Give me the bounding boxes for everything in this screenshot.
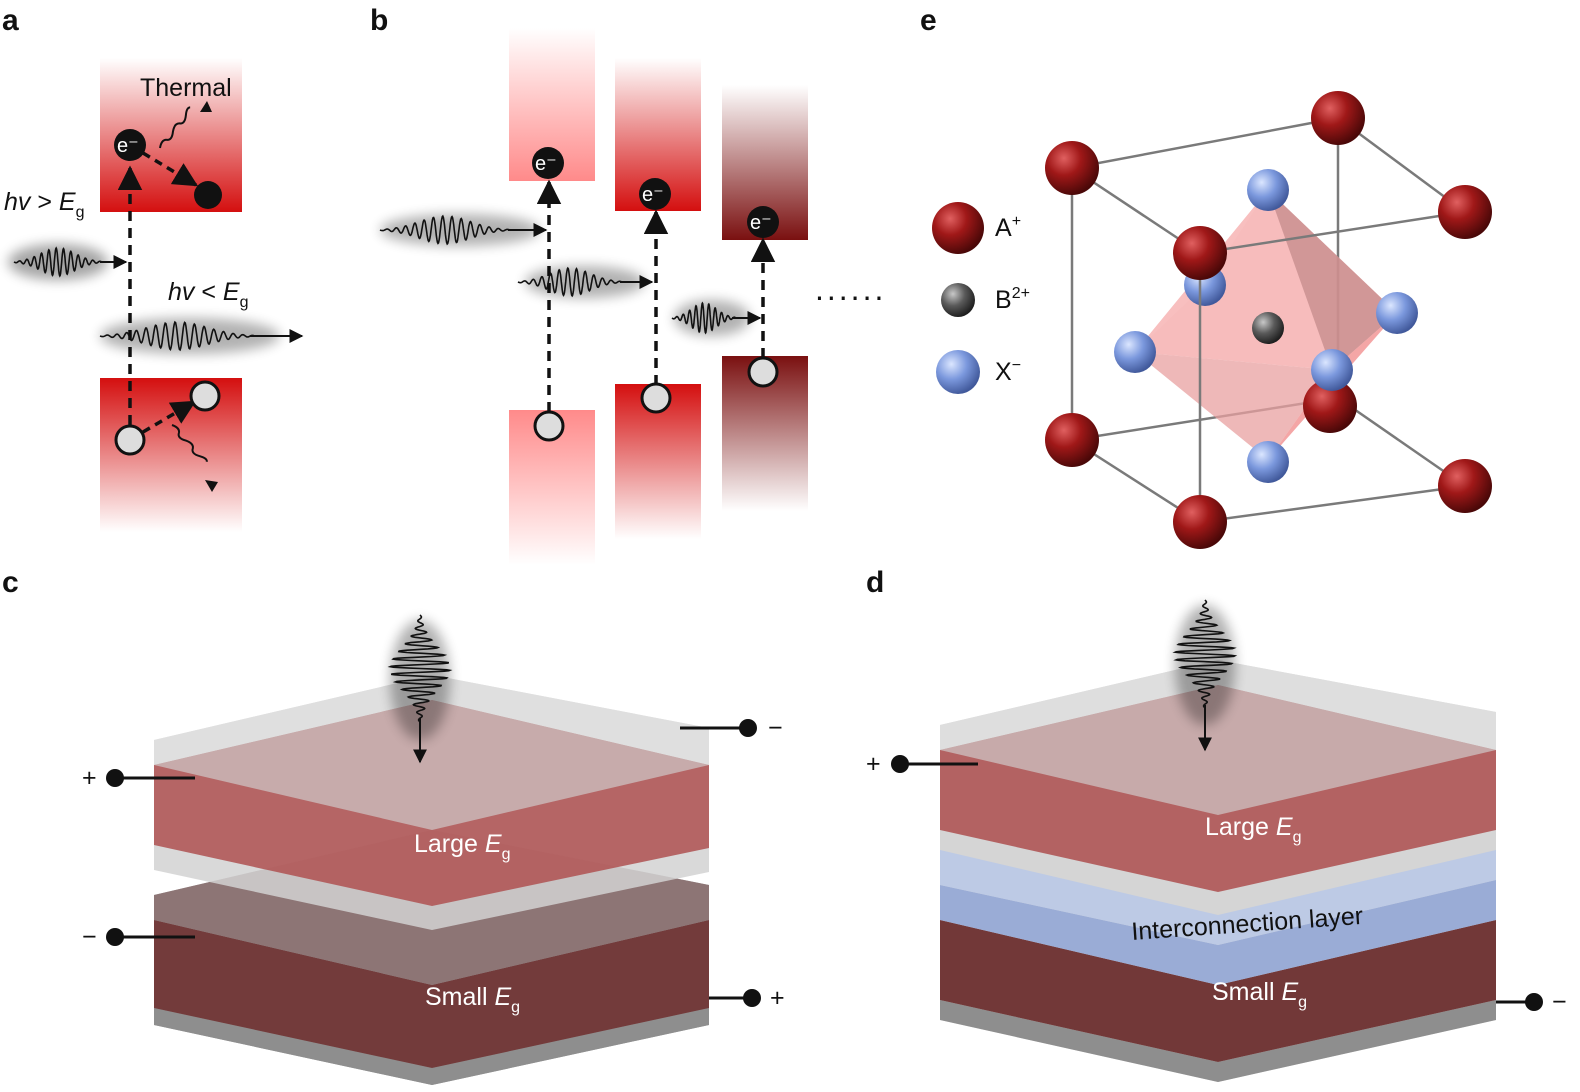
a-cation-7: [1173, 495, 1227, 549]
hole-3: [747, 356, 779, 388]
x-anion-left: [1114, 331, 1156, 373]
a-cation-back-lower: [1303, 379, 1357, 433]
photon-1: [379, 214, 548, 246]
small-eg-label-d: Small Eg: [1212, 978, 1307, 1011]
a-cation-5: [1045, 413, 1099, 467]
svg-text:+: +: [866, 750, 881, 778]
hole-2: [640, 382, 672, 414]
thermal-label: Thermal: [140, 74, 232, 102]
panel-d: d Large Eg Interconnection layer Small E…: [866, 566, 1567, 1082]
relaxation-arrow-electron: [142, 151, 199, 187]
electron-label-3: e⁻: [750, 212, 772, 234]
electron-label-1: e⁻: [535, 153, 557, 175]
panel-label-a: a: [2, 4, 19, 37]
legend-a-sphere: [932, 202, 984, 254]
a-cation-6: [1438, 459, 1492, 513]
hole-relaxed: [189, 380, 221, 412]
a-cation-3: [1438, 185, 1492, 239]
legend-b-label: B2+: [995, 285, 1030, 314]
large-gap-cell: [154, 675, 709, 930]
x-anion-right: [1376, 292, 1418, 334]
svg-text:−: −: [768, 714, 783, 742]
photon-low-energy: [99, 318, 304, 354]
incident-photon-d: [1172, 599, 1238, 752]
legend-x-sphere: [936, 350, 980, 394]
phonon-arrow-head: [200, 101, 212, 112]
svg-text:−: −: [82, 923, 97, 951]
electron-3: [747, 206, 779, 238]
b-cation: [1252, 312, 1284, 344]
terminal-bottom-minus: −: [82, 923, 195, 951]
phonon-wave-up: [159, 106, 191, 149]
incident-photon-c: [387, 614, 453, 764]
a-cation-2: [1311, 91, 1365, 145]
relaxation-arrow-hole: [142, 400, 197, 434]
phonon-arrow-head-2: [205, 480, 218, 492]
panel-b: b e⁻ e⁻ e⁻ .....: [370, 4, 886, 565]
legend-x-label: X−: [995, 357, 1021, 386]
valence-band: [100, 378, 242, 532]
terminal-bottom-plus: +: [709, 984, 785, 1012]
panel-label-e: e: [920, 4, 937, 37]
a-cation-4: [1173, 226, 1227, 280]
hv-less-label: hv < Eg: [168, 278, 249, 311]
panel-a: a Thermal e⁻ hv > Eg hv < Eg: [2, 4, 304, 532]
hole: [114, 424, 146, 456]
svg-text:−: −: [1552, 988, 1567, 1016]
x-anion-front: [1311, 349, 1353, 391]
large-eg-label: Large Eg: [414, 830, 510, 863]
svg-text:+: +: [770, 984, 785, 1012]
terminal-top-plus: +: [82, 764, 195, 792]
large-eg-label-d: Large Eg: [1205, 813, 1301, 846]
ellipsis: ......: [815, 271, 886, 307]
terminal-d-minus: −: [1496, 988, 1567, 1016]
legend-a-label: A+: [995, 213, 1021, 242]
a-cation-1: [1045, 141, 1099, 195]
panel-label-d: d: [866, 566, 884, 599]
svg-text:+: +: [82, 764, 97, 792]
electron-label-2: e⁻: [642, 184, 664, 206]
legend-b-sphere: [941, 283, 975, 317]
terminal-d-plus: +: [866, 750, 978, 778]
panel-label-c: c: [2, 566, 19, 599]
small-eg-label: Small Eg: [425, 983, 520, 1016]
panel-c: c Large Eg Small Eg +: [2, 566, 785, 1085]
electron: [114, 129, 146, 161]
x-anion-top: [1247, 169, 1289, 211]
photon-2: [517, 266, 654, 298]
electron-relaxed: [194, 181, 222, 209]
photon-high-energy: [8, 244, 128, 280]
tandem-stack: [940, 660, 1496, 1082]
panel-e: e A+ B2+ X−: [920, 4, 1492, 549]
phonon-wave-down: [171, 424, 208, 462]
electron-label: e⁻: [117, 135, 139, 157]
hole-1: [533, 410, 565, 442]
panel-label-b: b: [370, 4, 388, 37]
electron-1: [532, 147, 564, 179]
electron-2: [639, 178, 671, 210]
hv-greater-label: hv > Eg: [4, 188, 85, 221]
photon-3: [671, 300, 762, 336]
legend: A+ B2+ X−: [932, 202, 1030, 394]
terminal-top-minus: −: [680, 714, 783, 742]
x-anion-bottom: [1247, 441, 1289, 483]
